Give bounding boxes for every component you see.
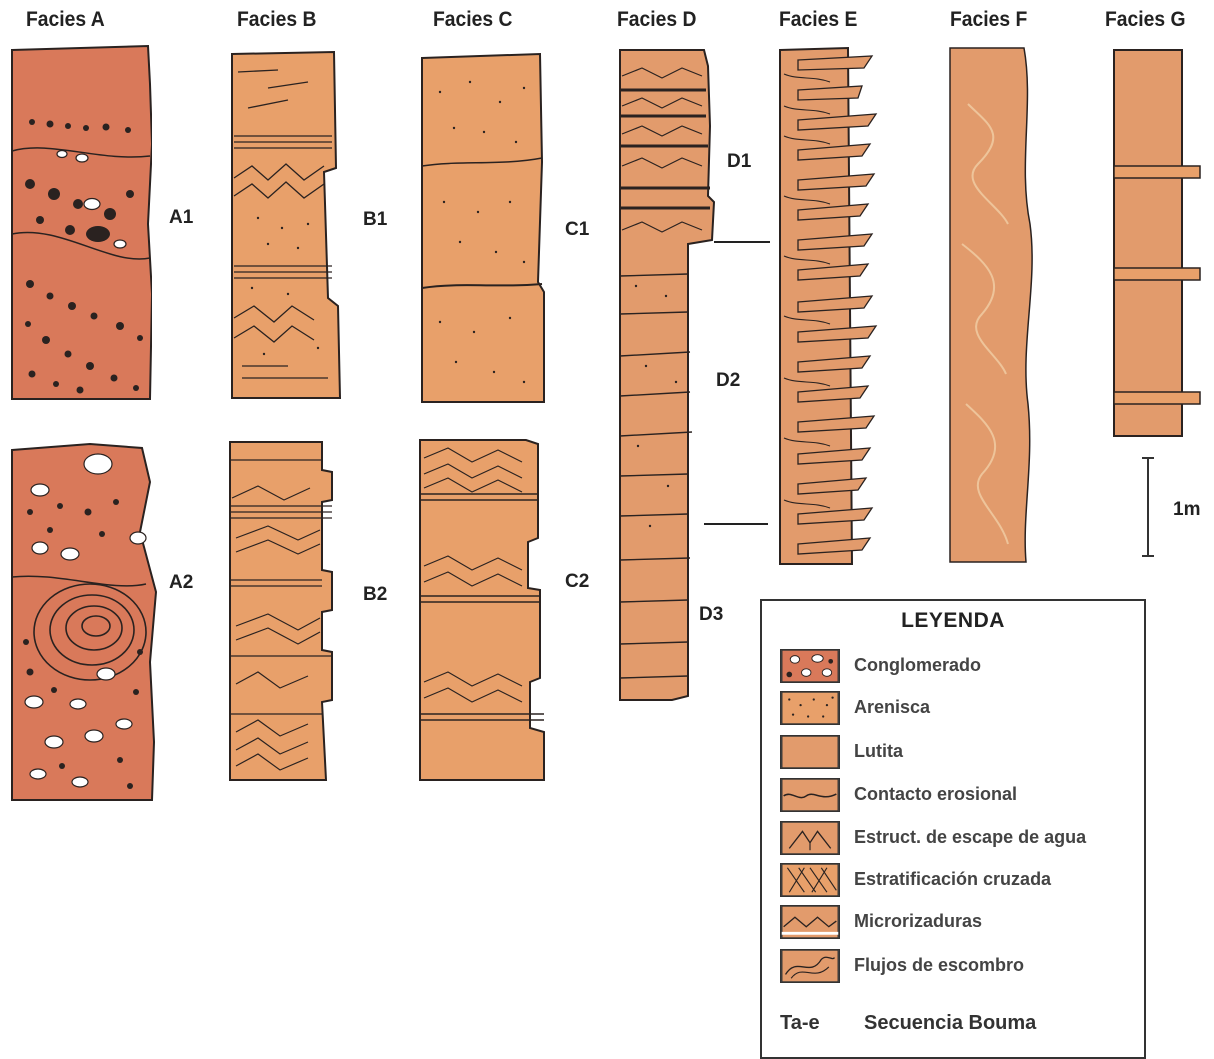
legend-item-lutita: Lutita bbox=[780, 735, 1140, 769]
legend-label-microrizaduras: Microrizaduras bbox=[854, 911, 982, 932]
facies-c1-column bbox=[420, 52, 550, 404]
facies-f-column bbox=[948, 44, 1042, 566]
legend-box: LEYENDA Conglomerado Arenisca Lutita Con… bbox=[760, 599, 1146, 1059]
sandstone-swatch-icon bbox=[780, 691, 840, 725]
facies-d-title: Facies D bbox=[617, 8, 696, 32]
legend-label-contacto-erosional: Contacto erosional bbox=[854, 784, 1017, 805]
legend-label-conglomerado: Conglomerado bbox=[854, 655, 981, 676]
cross-bedding-swatch-icon bbox=[780, 863, 840, 897]
facies-e-column bbox=[778, 44, 880, 568]
facies-g-title: Facies G bbox=[1105, 8, 1186, 32]
shale-swatch-icon bbox=[780, 735, 840, 769]
legend-label-estratificacion-cruzada: Estratificación cruzada bbox=[854, 869, 1051, 890]
legend-label-lutita: Lutita bbox=[854, 741, 903, 762]
micro-ripples-swatch-icon bbox=[780, 905, 840, 939]
facies-f-title: Facies F bbox=[950, 8, 1027, 32]
legend-label-arenisca: Arenisca bbox=[854, 697, 930, 718]
sublabel-c2: C2 bbox=[565, 571, 589, 593]
water-escape-swatch-icon bbox=[780, 821, 840, 855]
sublabel-c1: C1 bbox=[565, 219, 589, 241]
legend-title: LEYENDA bbox=[762, 609, 1144, 633]
facies-a2-column bbox=[10, 442, 160, 804]
facies-g-column bbox=[1110, 48, 1204, 440]
legend-item-flujos-de-escombro: Flujos de escombro bbox=[780, 949, 1140, 983]
sublabel-b1: B1 bbox=[363, 209, 387, 231]
erosional-contact-swatch-icon bbox=[780, 778, 840, 812]
legend-label-flujos-de-escombro: Flujos de escombro bbox=[854, 955, 1024, 976]
legend-item-contacto-erosional: Contacto erosional bbox=[780, 778, 1140, 812]
bouma-label: Secuencia Bouma bbox=[864, 1012, 1036, 1035]
facies-d-zone-dividers bbox=[704, 236, 774, 532]
facies-b-title: Facies B bbox=[237, 8, 316, 32]
facies-a1-column bbox=[10, 44, 152, 402]
facies-e-title: Facies E bbox=[779, 8, 857, 32]
legend-item-conglomerado: Conglomerado bbox=[780, 649, 1140, 683]
facies-c-title: Facies C bbox=[433, 8, 512, 32]
sublabel-a1: A1 bbox=[169, 207, 193, 229]
legend-item-estratificacion-cruzada: Estratificación cruzada bbox=[780, 863, 1140, 897]
debris-flow-swatch-icon bbox=[780, 949, 840, 983]
conglomerate-swatch-icon bbox=[780, 649, 840, 683]
sublabel-b2: B2 bbox=[363, 584, 387, 606]
legend-item-arenisca: Arenisca bbox=[780, 691, 1140, 725]
legend-item-escape-de-agua: Estruct. de escape de agua bbox=[780, 821, 1140, 855]
facies-c2-column bbox=[418, 438, 550, 784]
scale-bar bbox=[1138, 456, 1158, 558]
sublabel-d1: D1 bbox=[727, 151, 751, 173]
facies-b2-column bbox=[228, 440, 340, 784]
facies-b1-column bbox=[228, 48, 348, 400]
legend-item-microrizaduras: Microrizaduras bbox=[780, 905, 1140, 939]
facies-d-column bbox=[616, 46, 716, 702]
scale-label: 1m bbox=[1173, 499, 1200, 521]
bouma-code: Ta-e bbox=[780, 1012, 820, 1035]
facies-a-title: Facies A bbox=[26, 8, 105, 32]
legend-label-escape-de-agua: Estruct. de escape de agua bbox=[854, 827, 1086, 848]
sublabel-a2: A2 bbox=[169, 572, 193, 594]
